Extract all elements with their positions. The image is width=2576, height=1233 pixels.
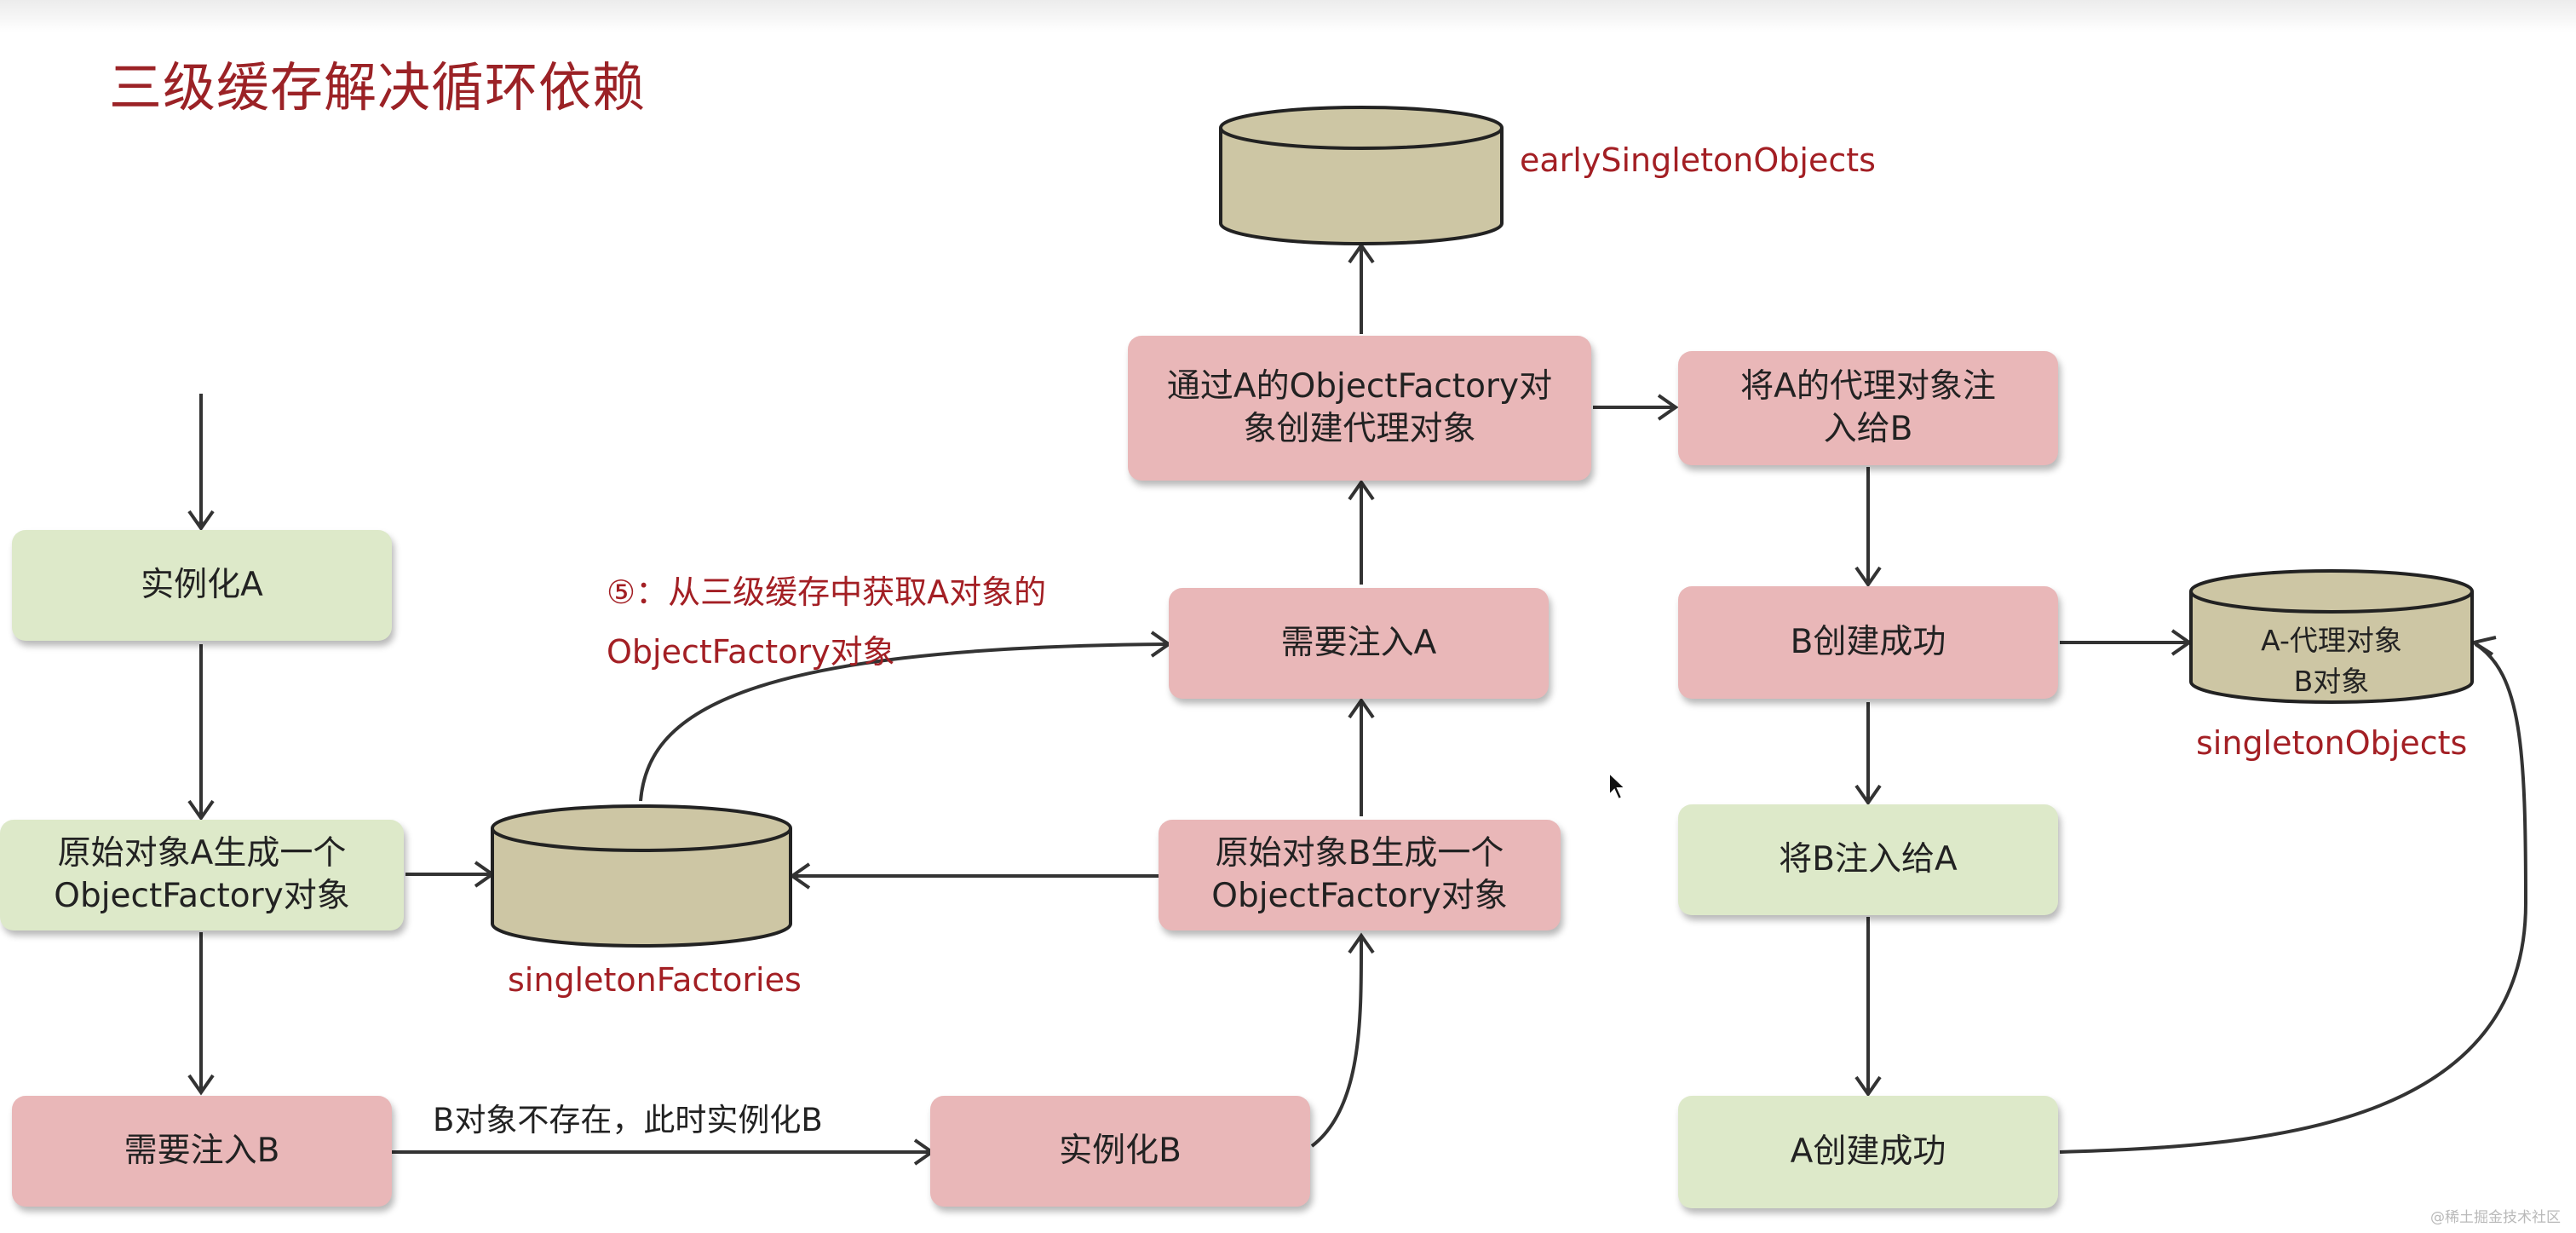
label-early-singleton-objects: earlySingletonObjects <box>1520 141 1876 179</box>
node-instantiate-a: 实例化A <box>12 530 392 641</box>
arrowhead-instA-to-factoryA <box>187 799 215 821</box>
node-instantiate-b: 实例化B <box>930 1096 1310 1207</box>
node-need-inject-a: 需要注入A <box>1169 588 1549 699</box>
annotation-step5: ⑤：从三级缓存中获取A对象的 ObjectFactory对象 <box>607 562 1046 683</box>
node-need-inject-b: 需要注入B <box>12 1096 392 1207</box>
cylinder-early-singleton-objects <box>1219 106 1504 245</box>
cylinder-singleton-objects <box>2189 569 2474 704</box>
arrowhead-factoryA-to-injectB <box>187 1074 215 1096</box>
arrowhead-proxy-to-injectproxy <box>1657 394 1679 421</box>
arrowhead-instB-to-factoryB <box>1348 932 1375 954</box>
annotation-step5-line2: ObjectFactory对象 <box>607 633 895 671</box>
annotation-step5-line1: ⑤：从三级缓存中获取A对象的 <box>607 573 1047 611</box>
arrowhead-injectproxy-to-bcreated <box>1854 566 1882 588</box>
node-objectfactory-a: 原始对象A生成一个 ObjectFactory对象 <box>0 820 404 931</box>
node-inject-proxy-into-b: 将A的代理对象注 入给B <box>1678 351 2058 465</box>
watermark: @稀土掘金技术社区 <box>2430 1209 2561 1226</box>
top-bar <box>0 0 2576 32</box>
arrow-instB-to-factoryB <box>1310 936 1364 1148</box>
node-a-created: A创建成功 <box>1678 1096 2058 1208</box>
cylinder-singleton-factories <box>491 804 792 948</box>
arrowhead-factoryB-to-injectA <box>1348 697 1375 719</box>
node-objectfactory-b: 原始对象B生成一个 ObjectFactory对象 <box>1159 820 1561 931</box>
page-title: 三级缓存解决循环依赖 <box>109 56 647 118</box>
arrow-acreated-to-singletons <box>2059 642 2528 1154</box>
singleton-objects-line1: A-代理对象 <box>2261 624 2402 657</box>
label-singleton-factories: singletonFactories <box>508 961 802 999</box>
arrowhead-bcreated-to-injectBtoA <box>1854 784 1882 806</box>
label-singleton-objects: singletonObjects <box>2196 724 2468 762</box>
singleton-objects-content: A-代理对象 B对象 <box>2208 620 2455 702</box>
node-b-created: B创建成功 <box>1678 586 2058 699</box>
arrowhead-injectA-to-proxy <box>1348 479 1375 501</box>
annotation-b-not-exist: B对象不存在，此时实例化B <box>433 1102 823 1138</box>
mouse-cursor-icon <box>1608 771 1628 801</box>
singleton-objects-line2: B对象 <box>2293 664 2370 698</box>
node-create-proxy: 通过A的ObjectFactory对 象创建代理对象 <box>1128 336 1591 481</box>
arrow-factories-to-injectA <box>639 642 1168 802</box>
arrowhead-entry <box>187 510 215 532</box>
node-inject-b-into-a: 将B注入给A <box>1678 804 2058 915</box>
arrowhead-injectBtoA-to-acreated <box>1854 1075 1882 1098</box>
